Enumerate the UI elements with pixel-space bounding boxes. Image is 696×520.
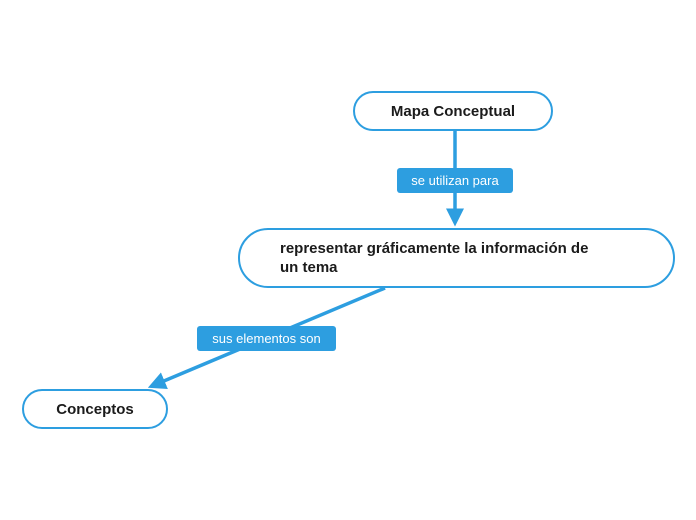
- node-representar-informacion-label: representar gráficamente la información …: [280, 240, 589, 276]
- node-representar-informacion[interactable]: representar gráficamente la información …: [238, 228, 675, 288]
- node-conceptos-label: Conceptos: [56, 400, 134, 418]
- node-conceptos[interactable]: Conceptos: [22, 389, 168, 429]
- connector-label-se-utilizan-para[interactable]: se utilizan para: [397, 168, 513, 193]
- node-mapa-conceptual-label: Mapa Conceptual: [390, 102, 516, 120]
- connector-label-sus-elementos-son-text: sus elementos son: [212, 331, 321, 346]
- node-mapa-conceptual[interactable]: Mapa Conceptual: [353, 91, 553, 131]
- connector-label-sus-elementos-son[interactable]: sus elementos son: [197, 326, 336, 351]
- connector-label-se-utilizan-para-text: se utilizan para: [411, 173, 499, 188]
